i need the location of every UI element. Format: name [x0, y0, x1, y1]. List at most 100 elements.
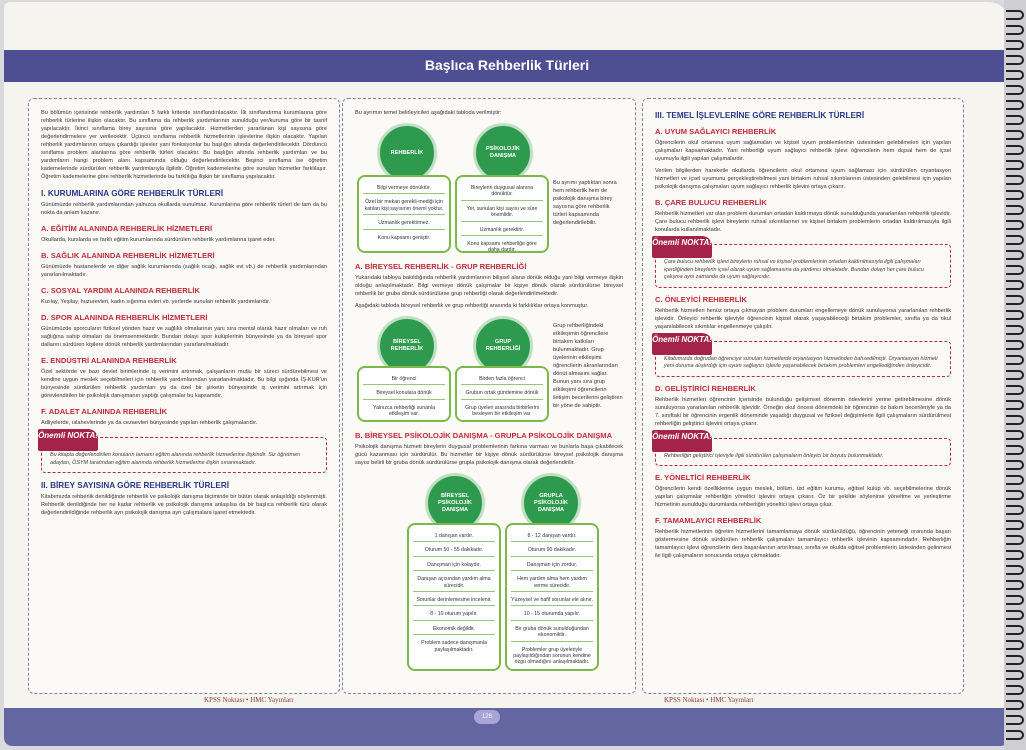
binding-ring [1006, 265, 1024, 275]
list-item: Problem sadece danışmanla paylaşılmaktad… [421, 640, 487, 653]
list-item: Danışan açısından yardım alma sürecidir. [413, 574, 495, 593]
important-note-2: Önemli NOKTA! Kitabımızda doğrudan öğren… [652, 332, 951, 377]
list-item: Birden fazla öğrenci [461, 374, 543, 386]
list-item: Bir öğrenci [363, 374, 445, 386]
binding-ring [1006, 370, 1024, 380]
binding-ring [1006, 520, 1024, 530]
subsection-c-title: C. ÖNLEYİCİ REHBERLİK [655, 294, 747, 304]
list-item: Yalnızca rehberliği sunanla etkileşim va… [373, 404, 435, 418]
subsection-e-text: Özel sektörde ve bazı devlet birimlerind… [41, 369, 327, 399]
list-rehberlik: Bilgi vermeye dönüktür.Özel bir mekan ge… [357, 175, 451, 253]
binding-ring [1006, 595, 1024, 605]
list-psikolojik-danisma: Bireylerin duygusal alanına dönüktür.Yer… [455, 175, 549, 253]
page-number: 126 [474, 710, 500, 724]
section-2-title: II. BİREY SAYISINA GÖRE REHBERLİK TÜRLER… [41, 481, 230, 490]
subsection-d-text: Rehberlik hizmetleri öğrencinin içerisin… [655, 396, 951, 427]
binding-ring [1006, 400, 1024, 410]
binding-ring [1006, 670, 1024, 680]
list-item: 8 - 10 oturum yapılır. [413, 609, 495, 621]
binding-ring [1006, 445, 1024, 455]
list-item: Danışman için kolaydır. [413, 560, 495, 572]
binding-ring [1006, 730, 1024, 740]
binding-ring [1006, 700, 1024, 710]
binding-ring [1006, 70, 1024, 80]
binding-ring [1006, 505, 1024, 515]
subsection-f-text: Rehberlik hizmetlerinin öğretim hizmetle… [655, 529, 951, 559]
binding-ring [1006, 625, 1024, 635]
list-item: 10 - 15 oturumda yapılır. [511, 609, 593, 621]
comparison-diagram-2: BİREYSEL REHBERLİK GRUP REHBERLİĞİ Bir ö… [355, 316, 623, 424]
note-text: Çare bulucu rehberlik işlevi bireylerin … [664, 259, 924, 280]
binding-ring [1006, 175, 1024, 185]
column-right: III. TEMEL İŞLEVLERİNE GÖRE REHBERLİK TÜ… [642, 98, 964, 694]
list-item: Ekonomik değildir. [413, 624, 495, 636]
list-item: Bireylerin duygusal alanına dönüktür. [461, 183, 543, 201]
subsection-a-text: Öğrencilerin okul ortamına uyum sağlamal… [655, 140, 951, 162]
list-item: Grubun ortak gündemine dönük [461, 388, 543, 400]
binding-ring [1006, 415, 1024, 425]
subsection-b-title: B. ÇARE BULUCU REHBERLİK [655, 198, 767, 207]
list-item: Bireysel konulara dönük [363, 388, 445, 400]
binding-ring [1006, 205, 1024, 215]
list-grupla-pd: 8 - 12 danışan vardır. Oturum 90 dakikadı… [505, 523, 599, 671]
binding-ring [1006, 535, 1024, 545]
binding-ring [1006, 715, 1024, 725]
book-page: Başlıca Rehberlik Türleri Bu bölümün içe… [4, 2, 1010, 746]
list-item: Grup üyeleri arasında birbirlerini besle… [465, 404, 539, 418]
binding-ring [1006, 475, 1024, 485]
binding-ring [1006, 280, 1024, 290]
binding-ring [1006, 55, 1024, 65]
note-badge: Önemli NOKTA! [652, 236, 712, 258]
binding-ring [1006, 610, 1024, 620]
subsection-a-text-2: Verilen bilgilerden hareketle okullarda … [655, 168, 951, 190]
table-intro: Bu ayrımın temel belirleyicileri aşağıda… [355, 110, 502, 116]
note-badge: Önemli NOKTA! [38, 429, 98, 451]
section-1-text: Günümüzde rehberlik yardımlarından yalnı… [41, 202, 327, 216]
binding-ring [1006, 85, 1024, 95]
list-item: Uzmanlık gerektirir. [461, 225, 543, 237]
note-badge: Önemli NOKTA! [652, 332, 712, 355]
binding-ring [1006, 250, 1024, 260]
bottom-band [4, 708, 1010, 746]
list-item: Uzmanlık gerektirmez. [363, 218, 445, 230]
subsection-b-text: Psikolojik danışma hizmeti bireylerin du… [355, 444, 623, 466]
footer-publisher-right: KPSS Noktası • HMC Yayınları [664, 696, 754, 704]
binding-ring [1006, 655, 1024, 665]
diagram-1-side-text: Bu ayrımı yaptıktan sonra hem rehberlik … [553, 180, 617, 226]
binding-ring [1006, 340, 1024, 350]
subsection-f-title: F. ADALET ALANINDA REHBERLİK [41, 407, 168, 416]
subsection-c-title: C. SOSYAL YARDIM ALANINDA REHBERLİK [41, 286, 200, 295]
subsection-a-title: A. UYUM SAĞLAYICI REHBERLİK [655, 127, 777, 136]
subsection-e-text: Öğrencilerin kendi özelliklerine uygun m… [655, 486, 951, 508]
important-note-1: Önemli NOKTA! Çare bulucu rehberlik işle… [652, 236, 951, 288]
binding-ring [1006, 325, 1024, 335]
binding-ring [1006, 25, 1024, 35]
comparison-diagram-1: REHBERLİK PSİKOLOJİK DANIŞMA Bilgi verme… [355, 123, 623, 255]
list-item: Problemler grup üyeleriyle paylaşıldığın… [513, 646, 591, 666]
comparison-diagram-3: BİREYSEL PSİKOLOJİK DANIŞMA GRUPLA PSİKO… [355, 473, 623, 673]
subsection-b-title: B. BİREYSEL PSİKOLOJİK DANIŞMA - GRUPLA … [355, 431, 613, 440]
binding-ring [1006, 430, 1024, 440]
list-item: Hem yardım alma hem yardım verme sürecid… [511, 574, 593, 593]
list-item: Oturum 90 dakikadır. [511, 545, 593, 557]
binding-ring [1006, 685, 1024, 695]
binding-ring [1006, 580, 1024, 590]
subsection-a-text: Okullarda, kurslarda ve farklı eğitim ku… [41, 237, 276, 243]
binding-ring [1006, 295, 1024, 305]
binding-ring [1006, 310, 1024, 320]
binding-ring [1006, 130, 1024, 140]
list-item: Oturum 50 - 55 dakikadır. [413, 545, 495, 557]
list-item: 1 danışan vardır. [413, 531, 495, 543]
note-text: Kitabımızda doğrudan öğrenciye sunulan h… [664, 355, 938, 370]
binding-ring [1006, 190, 1024, 200]
subsection-b-text: Günümüzde hastanelerde ve diğer sağlık k… [41, 264, 327, 278]
subsection-f-title: F. TAMAMLAYICI REHBERLİK [655, 516, 762, 525]
subsection-b-text: Rehberlik hizmetleri var olan problem du… [655, 211, 951, 233]
title-banner: Başlıca Rehberlik Türleri [4, 50, 1010, 82]
note-badge: Önemli NOKTA! [652, 429, 712, 452]
spiral-binding [1004, 0, 1026, 750]
list-item: 8 - 12 danışan vardır. [511, 531, 593, 543]
subsection-c-text: Kızılay, Yeşilay, huzurevleri, kadın sığ… [41, 299, 271, 305]
binding-ring [1006, 220, 1024, 230]
